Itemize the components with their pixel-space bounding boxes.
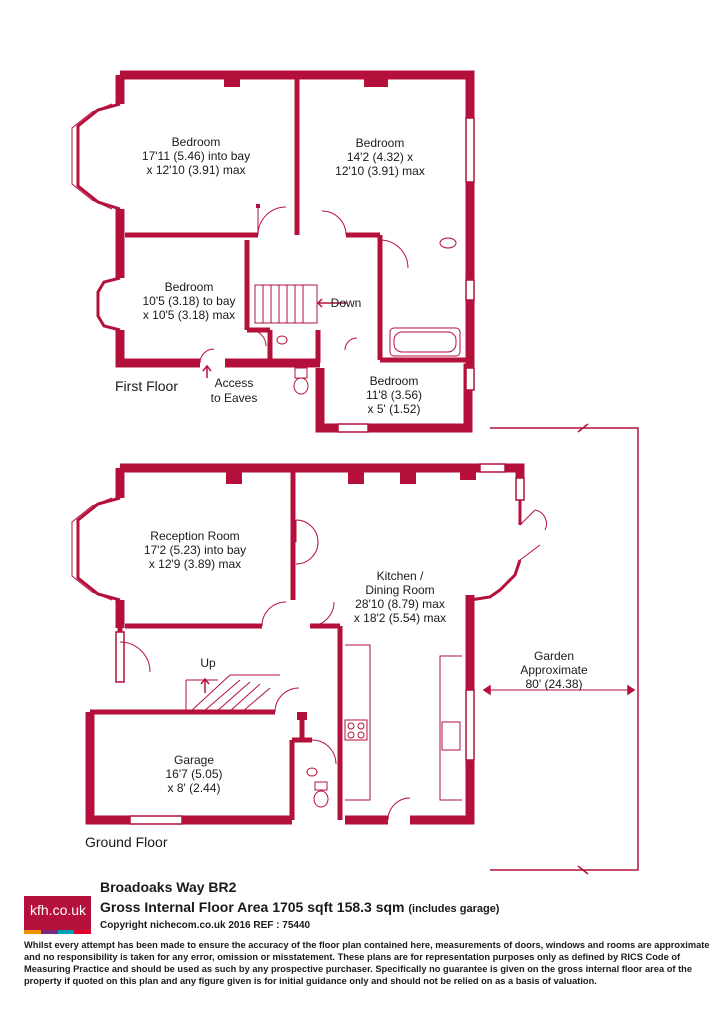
garden-name: Garden [534,649,574,663]
garage-name: Garage [174,753,214,767]
ground-floor-windows [115,463,525,825]
bed3-l2: x 10'5 (3.18) max [143,308,235,322]
floor-area-note: (includes garage) [408,903,500,915]
first-floor-labels: Bedroom 17'11 (5.46) into bay x 12'10 (3… [115,135,425,416]
kitchen-l3: x 18'2 (5.54) max [354,611,446,625]
bed1-name: Bedroom [172,135,221,149]
kitchen-l2: 28'10 (8.79) max [355,597,445,611]
reception-name: Reception Room [150,529,239,543]
bed2-l2: 12'10 (3.91) max [335,164,425,178]
first-floor-doors [199,206,409,364]
bed3-name: Bedroom [165,280,214,294]
garden-bracket [482,423,639,875]
garage-l1: 16'7 (5.05) [166,767,223,781]
eaves-arrow [202,364,212,378]
ground-floor-walls [85,463,525,825]
copyright: Copyright nichecom.co.uk 2016 REF : 7544… [100,920,311,931]
logo-text: kfh.co.uk [30,902,87,918]
garden-l2: 80' (24.38) [526,677,583,691]
bed4-l1: 11'8 (3.56) [366,388,422,402]
reception-l2: x 12'9 (3.89) max [149,557,241,571]
floor-plan: Bedroom 17'11 (5.46) into bay x 12'10 (3… [71,70,639,875]
disclaimer: Whilst every attempt has been made to en… [24,940,710,986]
bed2-name: Bedroom [356,136,405,150]
property-title: Broadoaks Way BR2 [100,879,237,895]
kitchen-name: Kitchen / [377,569,424,583]
ground-floor-stairs [185,674,280,713]
first-floor-bay-1 [71,102,121,211]
ground-floor-label: Ground Floor [85,834,168,850]
garden-l1: Approximate [520,663,588,677]
floor-area: Gross Internal Floor Area 1705 sqft 158.… [100,899,499,915]
ground-floor-doors [119,509,547,821]
eaves-label-1: Access [215,376,254,390]
kfh-logo: kfh.co.uk [24,896,91,934]
logo-color-bar [24,930,91,934]
first-floor-windows [337,117,475,433]
first-floor-nubs [224,79,388,208]
first-floor-stairs [254,284,347,324]
kitchen-bay [469,500,522,602]
bed2-l1: 14'2 (4.32) x [347,150,413,164]
ground-floor-labels: Reception Room 17'2 (5.23) into bay x 12… [85,529,588,850]
garage-l2: x 8' (2.44) [168,781,221,795]
ground-floor-bay [71,496,121,602]
bed1-l1: 17'11 (5.46) into bay [142,149,250,163]
floor-area-text: Gross Internal Floor Area 1705 sqft 158.… [100,899,405,915]
bed1-l2: x 12'10 (3.91) max [146,163,245,177]
kitchen-fixtures [306,644,462,808]
ground-floor-nubs [226,470,476,720]
up-label: Up [200,656,216,670]
down-label: Down [331,296,362,310]
kitchen-l1: Dining Room [365,583,434,597]
first-floor-internal [125,75,468,363]
first-floor-bay-3 [96,276,121,332]
first-floor-label: First Floor [115,378,178,394]
bed3-l1: 10'5 (3.18) to bay [142,294,235,308]
eaves-label-2: to Eaves [211,391,258,405]
reception-l1: 17'2 (5.23) into bay [144,543,246,557]
ground-floor-internal [90,468,343,820]
bed4-l2: x 5' (1.52) [368,402,421,416]
first-floor-fixtures [276,237,461,395]
bed4-name: Bedroom [370,374,419,388]
